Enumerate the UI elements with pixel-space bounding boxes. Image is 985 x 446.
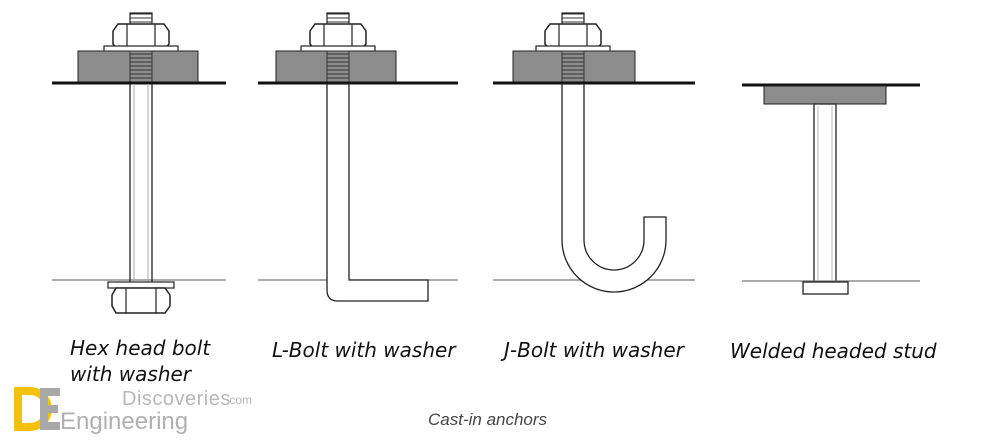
figure-caption: Cast-in anchors: [428, 410, 548, 429]
bottom-hex-nut: [111, 287, 171, 314]
engineering-discoveries-logo-icon: [14, 387, 60, 431]
base-plate: [763, 85, 887, 105]
hex-head-bolt-label-line2: with washer: [70, 362, 192, 386]
stud-shank: [813, 103, 837, 283]
watermark-engineering: Engineering: [60, 408, 189, 435]
hex-head-bolt-label: Hex head bolt with washer: [70, 335, 210, 387]
bolt-thread-tip: [561, 12, 585, 26]
l-bolt-label: L-Bolt with washer: [272, 338, 456, 362]
hex-head-bolt-figure: [52, 12, 226, 314]
l-bolt-shank: [326, 83, 429, 302]
hex-head-bolt-label-line1: Hex head bolt: [70, 336, 211, 360]
j-bolt-shank: [561, 83, 667, 293]
bolt-thread-in-plate: [129, 50, 153, 84]
welded-stud-label: Welded headed stud: [730, 339, 937, 363]
welded-stud-figure: [742, 83, 920, 295]
watermark-discoveries: Discoveries: [122, 388, 231, 410]
bolt-thread-tip: [129, 12, 153, 26]
bottom-washer: [107, 281, 175, 289]
bolt-thread-in-plate: [326, 50, 350, 84]
j-bolt-figure: [493, 12, 695, 293]
bolt-thread-in-plate: [561, 50, 585, 84]
bolt-thread-tip: [326, 12, 350, 26]
j-bolt-label: J-Bolt with washer: [504, 338, 684, 362]
watermark-domain: .com: [226, 393, 253, 407]
stud-head: [802, 281, 849, 295]
l-bolt-figure: [258, 12, 458, 302]
